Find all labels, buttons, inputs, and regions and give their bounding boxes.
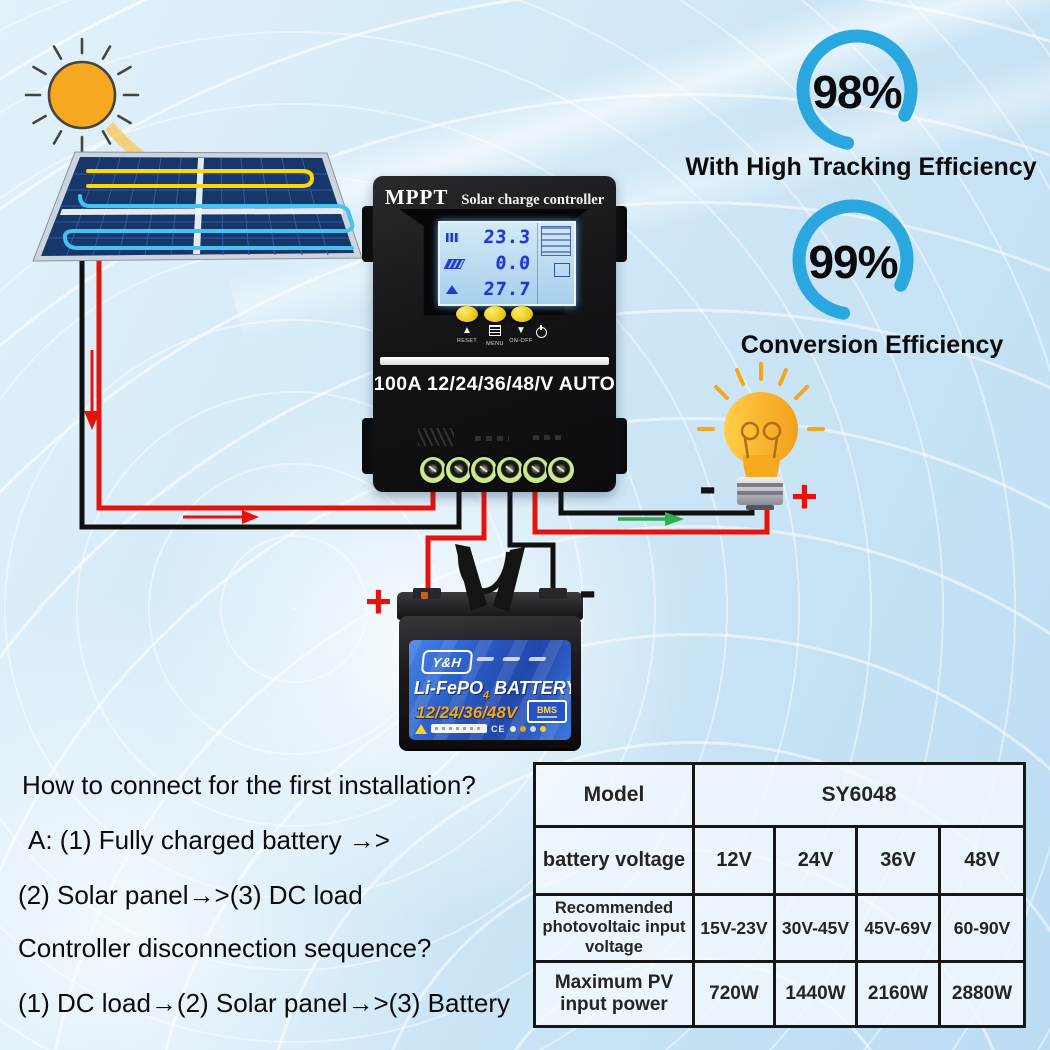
conversion-efficiency-label: Conversion Efficiency <box>740 331 1004 359</box>
menu-label: MENU <box>486 341 504 347</box>
spec-row-label: Maximum PV input power <box>533 960 695 1028</box>
battery-label: Y&H Li-FePO4 BATTERY 12/24/36/48V BMS CE <box>409 640 571 740</box>
controller-title: Solar charge controller <box>461 192 605 208</box>
battery-voltages: 12/24/36/48V <box>416 703 518 722</box>
lcd-mode-box <box>554 263 570 277</box>
spec-row-label: Model <box>533 762 695 828</box>
battery-negative-post <box>539 588 567 599</box>
menu-symbol: MENU <box>480 325 510 347</box>
terminal-marking <box>533 435 561 440</box>
spec-cell: 24V <box>773 825 858 896</box>
onoff-symbol: ▼ ON-OFF <box>506 325 536 344</box>
instruction-line: A: (1) Fully charged battery →> <box>28 825 390 855</box>
reset-button[interactable] <box>456 306 478 322</box>
bms-badge: BMS <box>527 700 567 723</box>
tracking-trace-yellow <box>86 169 315 188</box>
spec-cell: 45V-69V <box>855 893 941 963</box>
instruction-line: (2) Solar panel→>(3) DC load <box>18 880 363 910</box>
battery-post-contact <box>421 592 428 599</box>
battery-chemistry: Li-FePO4 BATTERY <box>414 678 571 702</box>
lcd-value-3: 27.7 <box>482 279 532 300</box>
lcd-readouts: 23.3 0.0 27.7 <box>440 223 537 304</box>
cert-dot <box>519 725 526 732</box>
battery-negative-wire <box>507 472 556 606</box>
spec-cell: 36V <box>855 825 941 896</box>
spec-cell: 2160W <box>855 960 941 1028</box>
onoff-button[interactable] <box>511 306 533 322</box>
label-mark <box>528 657 547 661</box>
spec-cell: 1440W <box>773 960 858 1028</box>
chem-sub: 4 <box>483 689 490 702</box>
flow-arrow-right-icon <box>183 510 259 524</box>
bg-light-streak <box>227 28 1050 342</box>
spec-cell: 30V-45V <box>773 893 858 963</box>
reset-label: RESET <box>456 338 478 344</box>
sunlight-arrow-icon <box>105 122 244 203</box>
battery-plus-sign: + <box>365 575 392 627</box>
terminal-marking <box>475 436 509 441</box>
spec-row-label: battery voltage <box>533 825 695 896</box>
menu-icon <box>489 325 501 336</box>
power-icon <box>536 325 547 338</box>
flow-arrow-down-icon <box>84 350 100 430</box>
spec-cell: 15V-23V <box>692 893 776 963</box>
triangle-up-icon: ▲ <box>462 325 472 336</box>
menu-button[interactable] <box>484 306 506 322</box>
cert-dot <box>529 725 536 732</box>
load-negative-terminal[interactable] <box>546 455 576 485</box>
label-mark <box>502 657 521 661</box>
warning-text-pill <box>431 724 487 733</box>
spec-row-label: Recommended photovoltaic input voltage <box>533 893 695 963</box>
instruction-line: Controller disconnection sequence? <box>18 933 432 963</box>
clip-cable <box>457 549 512 595</box>
chem-pre: Li-FePO <box>414 678 484 698</box>
controller-rating: 100A 12/24/36/48/V AUTO <box>373 373 616 395</box>
instruction-line: (1) DC load→(2) Solar panel→>(3) Battery <box>18 988 511 1018</box>
tracking-efficiency-label: With High Tracking Efficiency <box>685 153 1037 181</box>
lcd-value-1: 23.3 <box>482 227 532 248</box>
chem-post: BATTERY <box>489 678 571 698</box>
battery-cert-strip: CE <box>415 722 546 735</box>
spec-cell: 12V <box>692 825 776 896</box>
vent-slots <box>418 428 454 446</box>
battery-brand-logo: Y&H <box>420 650 474 674</box>
instruction-line: How to connect for the first installatio… <box>22 770 476 800</box>
lcd-status-box <box>541 226 571 256</box>
lcd-status-panel <box>537 223 574 304</box>
controller-brand: MPPT <box>384 185 449 209</box>
spec-cell: 2880W <box>937 960 1027 1028</box>
ce-mark: CE <box>491 723 506 734</box>
sun-icon <box>24 37 140 153</box>
solar-panel <box>32 151 363 262</box>
controller-trim-stripe <box>380 357 609 365</box>
lcd-value-2: 0.0 <box>494 253 532 274</box>
lcd-screen: 23.3 0.0 27.7 <box>438 221 576 306</box>
conversion-efficiency-value: 99% <box>808 236 898 288</box>
cert-dot <box>509 725 516 732</box>
spec-cell: 720W <box>692 960 776 1028</box>
load-plus-sign: + <box>791 470 818 522</box>
cert-dot <box>539 725 546 732</box>
tracking-efficiency-value: 98% <box>812 66 902 118</box>
triangle-down-icon: ▼ <box>516 325 526 336</box>
mounting-ear <box>613 418 627 474</box>
controller-header: MPPT Solar charge controller <box>373 185 616 210</box>
spec-cell: 48V <box>937 825 1027 896</box>
battery-gauge-icon <box>446 233 459 242</box>
label-mark <box>476 657 495 661</box>
load-minus-sign: - <box>699 458 717 516</box>
bms-text: BMS <box>537 704 557 715</box>
spec-cell: 60-90V <box>937 893 1027 963</box>
onoff-label: ON-OFF <box>509 338 533 344</box>
charge-controller: MPPT Solar charge controller 23.3 0.0 27… <box>373 176 616 492</box>
reset-symbol: ▲ RESET <box>452 325 482 344</box>
tracking-trace-cyan <box>62 194 355 250</box>
warning-icon <box>415 723 427 734</box>
up-arrow-icon <box>446 285 458 294</box>
spec-model-value: SY6048 <box>691 762 1027 828</box>
battery-minus-sign: - <box>579 562 597 620</box>
spec-table: Model SY6048 battery voltage 12V 24V 36V… <box>533 762 1027 1028</box>
load-flow-arrow-icon <box>618 512 684 526</box>
